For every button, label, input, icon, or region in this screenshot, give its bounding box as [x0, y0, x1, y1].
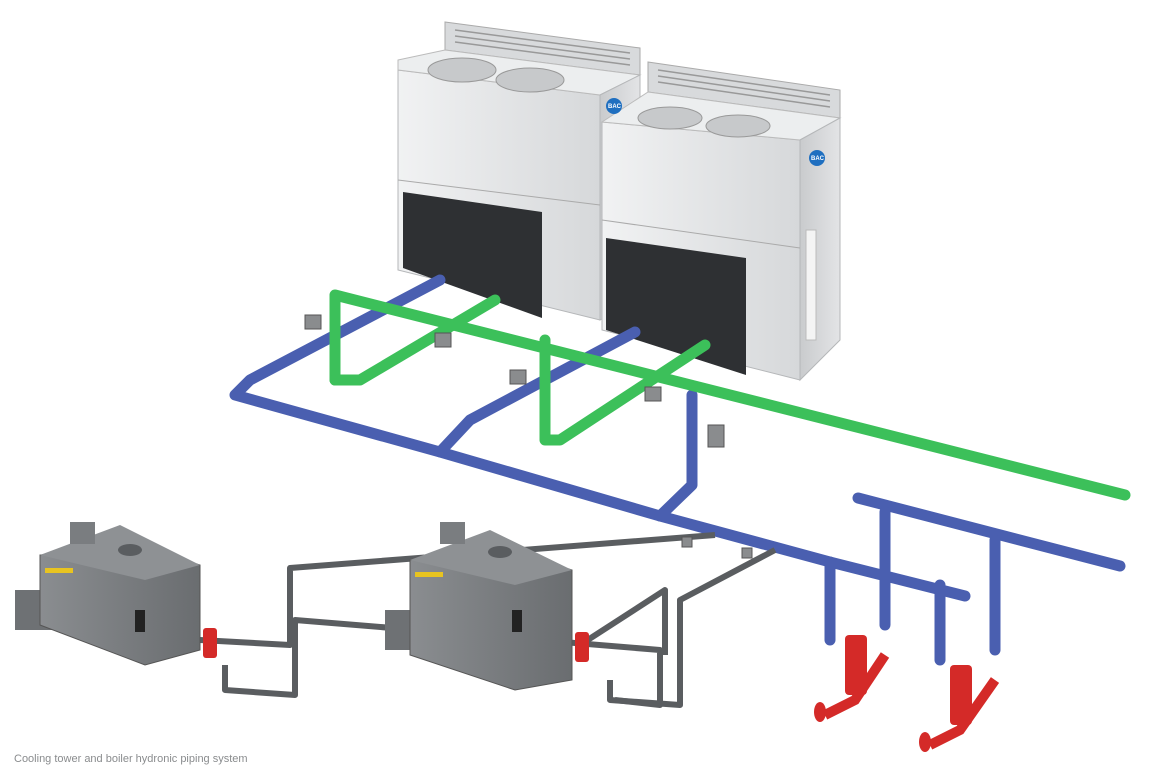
boiler-pump-1 — [203, 628, 217, 658]
valve-actuators — [304, 314, 753, 559]
boiler-1 — [15, 522, 201, 666]
tower-1-logo-badge: BAC — [606, 98, 622, 114]
condenser-pump-2 — [919, 665, 1000, 752]
scene-title: Cooling tower and boiler hydronic piping… — [14, 753, 248, 765]
tower-2-logo: BAC — [811, 156, 825, 162]
tower-1-logo: BAC — [608, 104, 622, 110]
boiler-pump-2 — [575, 632, 589, 662]
boiler-2 — [385, 522, 573, 691]
cooling-tower-2: BAC — [600, 61, 842, 382]
condenser-return-piping — [329, 289, 1131, 501]
condenser-pump-1 — [814, 635, 890, 722]
